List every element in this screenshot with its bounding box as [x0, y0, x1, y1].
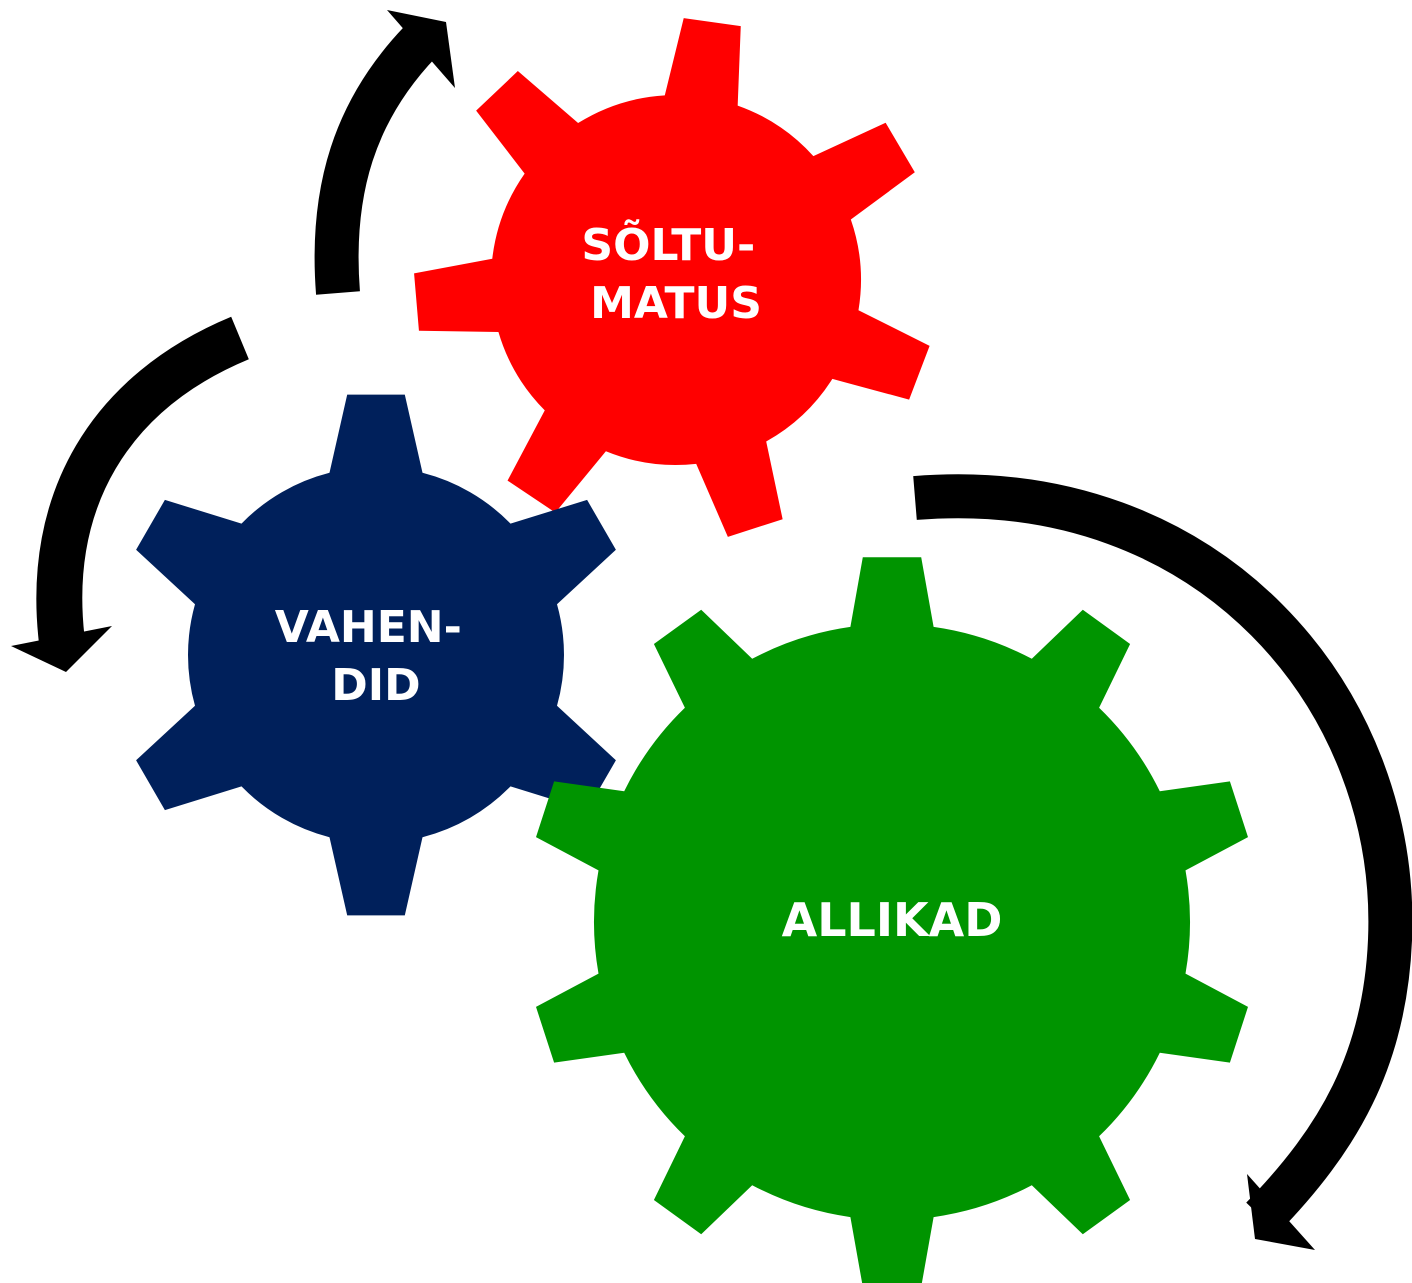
- gear-soltumatus-shape: [414, 18, 930, 537]
- gear-allikad: ALLIKAD: [536, 557, 1248, 1283]
- gear-soltumatus-label-line-1: SÕLTU-: [581, 218, 755, 271]
- gear-soltumatus-label-line-2: MATUS: [590, 278, 762, 329]
- gear-vahendid-shape: [136, 394, 616, 916]
- cycle-arrow-right-head: [1247, 1174, 1315, 1250]
- gear-vahendid-label-line-2: DID: [331, 660, 420, 711]
- gear-allikad-shape: [536, 557, 1248, 1283]
- cycle-arrow-left-head: [11, 626, 112, 672]
- gear-vahendid-label: VAHEN- DID: [275, 602, 477, 711]
- gear-vahendid-label-line-1: VAHEN-: [275, 602, 462, 653]
- gear-allikad-label-line-1: ALLIKAD: [782, 893, 1003, 947]
- cycle-arrow-top-head: [387, 10, 455, 88]
- cycle-arrow-top: [314, 10, 455, 295]
- cycle-arrow-left-shaft: [36, 316, 249, 645]
- gear-soltumatus-label: SÕLTU- MATUS: [581, 218, 770, 329]
- cycle-arrow-top-shaft: [314, 26, 437, 295]
- cycle-arrow-left: [11, 316, 249, 672]
- gear-soltumatus: SÕLTU- MATUS: [414, 18, 930, 537]
- gear-allikad-label: ALLIKAD: [782, 893, 1003, 947]
- cycle-arrow-right-shaft: [913, 474, 1412, 1234]
- gear-vahendid: VAHEN- DID: [136, 394, 616, 916]
- cycle-arrow-right: [913, 474, 1412, 1250]
